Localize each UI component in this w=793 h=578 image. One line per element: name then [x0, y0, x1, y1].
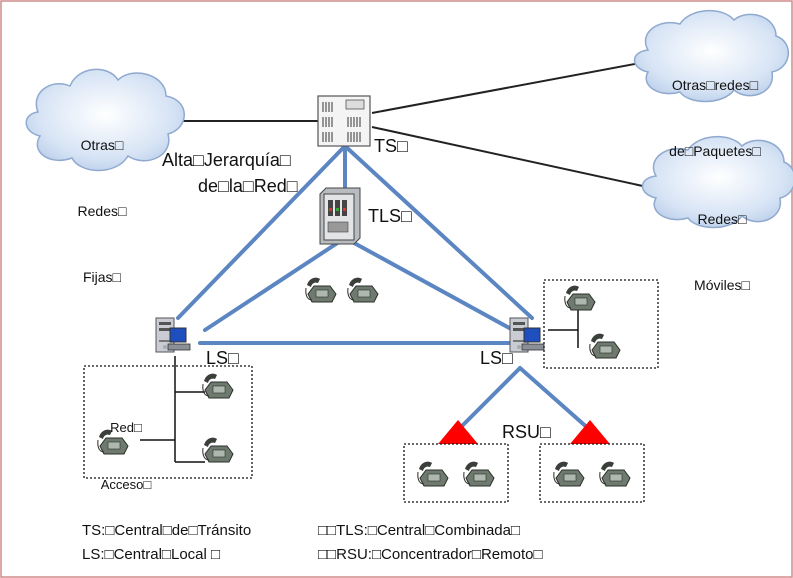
access-network-label: Red□ Acceso□ [96, 380, 156, 513]
link-ts-packet [371, 62, 641, 114]
link-ls-rsu-left [456, 366, 522, 432]
ls-left-label: LS□ [206, 348, 239, 368]
link-ts-ls-right [343, 144, 534, 320]
legend-ts: TS:□Central□de□Tránsito [82, 522, 252, 539]
ts-switch-icon [317, 95, 371, 147]
cloud-packet-line1: Otras□redes□ [671, 77, 759, 93]
cloud-mobile-line2: Móviles□ [694, 277, 750, 293]
trunk-links [176, 144, 592, 432]
legend-tls: □□TLS:□Central□Combinada□ [318, 522, 521, 539]
cloud-packet [633, 9, 790, 103]
link-ts-mobile [371, 126, 653, 189]
phone-icon [564, 285, 596, 311]
ls-right-label: LS□ [480, 348, 513, 368]
access-network-box [83, 365, 253, 479]
access-label-line2: Acceso□ [100, 477, 152, 492]
ls-left-icon [155, 317, 191, 353]
tls-switch-icon [319, 187, 361, 245]
phone-icon [599, 461, 631, 487]
cloud-mobile-line1: Redes□ [697, 211, 747, 227]
cloud-fixed-line2: Redes□ [77, 203, 127, 219]
access-label-line1: Red□ [110, 420, 142, 435]
link-tls-ls-left [203, 236, 347, 332]
rsu-left-group-box [403, 443, 509, 503]
rsu-label: RSU□ [502, 422, 551, 442]
legend-ls: LS:□Central□Local □ [82, 546, 221, 563]
link-ts-ls-left [176, 144, 347, 320]
ts-cloud-links [180, 62, 653, 189]
phone-icon [553, 461, 585, 487]
cloud-mobile [641, 135, 793, 229]
legend-rsu: □□RSU:□Concentrador□Remoto□ [318, 546, 543, 563]
tls-label: TLS□ [368, 206, 412, 226]
cloud-fixed-label: Otras□ Redes□ Fijas□ [62, 90, 142, 310]
rsu-right-icon [570, 420, 610, 444]
cloud-fixed-line3: Fijas□ [82, 269, 121, 285]
ls-right-group-box [543, 279, 659, 369]
cloud-packet-label: Otras□redes□ de□Paquetes□ [660, 30, 770, 184]
rsu-left-icon [438, 420, 478, 444]
cloud-packet-line2: de□Paquetes□ [669, 143, 761, 159]
phone-icon [202, 437, 234, 463]
cloud-mobile-label: Redes□ Móviles□ [672, 164, 772, 318]
hierarchy-label-line2: de□la□Red□ [198, 176, 298, 196]
phone-icon [463, 461, 495, 487]
phone-icon [347, 277, 379, 303]
cloud-fixed [25, 68, 185, 172]
cloud-fixed-line1: Otras□ [80, 137, 124, 153]
phone-icon [417, 461, 449, 487]
ls-right-icon [509, 317, 545, 353]
rsu-right-group-box [539, 443, 645, 503]
phone-icon [589, 333, 621, 359]
link-tls-ls-right [343, 236, 515, 332]
ts-label: TS□ [374, 136, 408, 156]
phone-icon [305, 277, 337, 303]
phone-icon [202, 373, 234, 399]
link-ls-rsu-right [518, 366, 592, 432]
hierarchy-label-line1: Alta□Jerarquía□ [162, 150, 291, 170]
